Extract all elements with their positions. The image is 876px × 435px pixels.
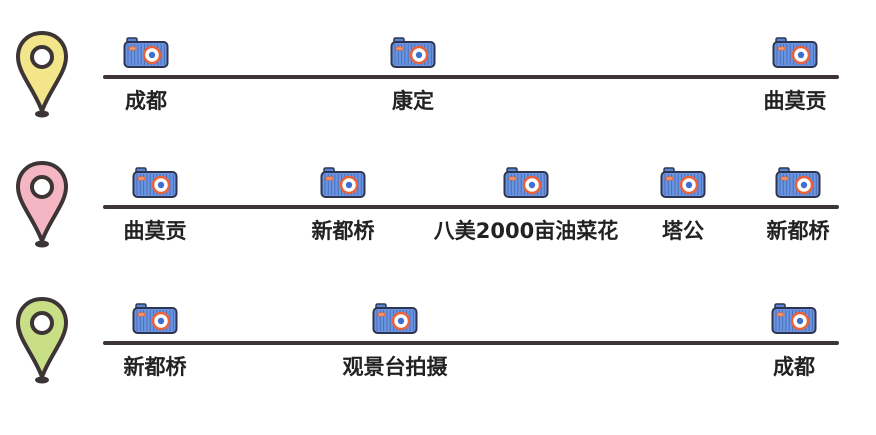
camera-icon [775, 167, 821, 199]
stop-label: 康定 [392, 89, 434, 113]
camera-icon [320, 167, 366, 199]
stop-label: 曲莫贡 [123, 219, 187, 243]
camera-icon [772, 37, 818, 69]
stop-label: 观景台拍摄 [342, 355, 448, 379]
stop-label: 新都桥 [311, 219, 375, 243]
stop-label: 塔公 [662, 219, 704, 243]
map-pin-icon [14, 29, 70, 121]
stop-label: 成都 [125, 89, 167, 113]
route-line [103, 341, 839, 345]
map-pin-icon [14, 159, 70, 251]
camera-icon [503, 167, 549, 199]
camera-icon [132, 303, 178, 335]
stop-label: 新都桥 [123, 355, 187, 379]
camera-icon [132, 167, 178, 199]
camera-icon [372, 303, 418, 335]
camera-icon [771, 303, 817, 335]
stop-label: 新都桥 [766, 219, 830, 243]
stop-label: 曲莫贡 [763, 89, 827, 113]
route-line [103, 205, 839, 209]
camera-icon [660, 167, 706, 199]
camera-icon [390, 37, 436, 69]
stop-label: 成都 [773, 355, 815, 379]
stop-label: 八美2000亩油菜花 [433, 219, 619, 243]
route-line [103, 75, 839, 79]
camera-icon [123, 37, 169, 69]
map-pin-icon [14, 295, 70, 387]
